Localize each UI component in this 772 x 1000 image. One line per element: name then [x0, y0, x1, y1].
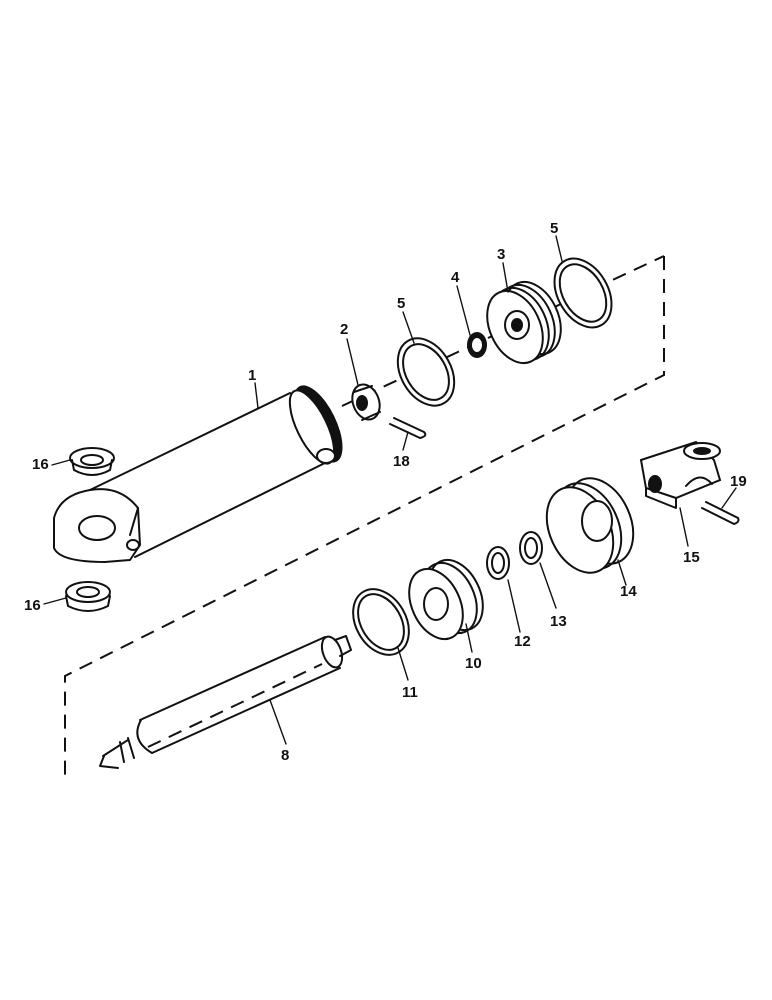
callout-14: 14	[620, 583, 637, 600]
callout-5-right: 5	[550, 220, 558, 237]
callout-18: 18	[393, 453, 410, 470]
callout-19: 19	[730, 473, 747, 490]
ring-right	[553, 257, 613, 329]
callout-10: 10	[465, 655, 482, 672]
pin-18	[389, 417, 427, 439]
piston	[486, 280, 562, 365]
callout-1: 1	[248, 367, 256, 384]
callout-13: 13	[550, 613, 567, 630]
callout-16-top: 16	[32, 456, 49, 473]
callout-4: 4	[451, 269, 460, 286]
rod-guide	[408, 558, 484, 641]
callout-5-left: 5	[397, 295, 405, 312]
clevis	[639, 440, 722, 509]
ring-left-inner	[402, 343, 450, 401]
seal-13	[519, 531, 543, 565]
pin-19	[701, 501, 740, 525]
callout-8: 8	[281, 747, 289, 764]
callout-16-bottom: 16	[24, 597, 41, 614]
piston-rod	[99, 635, 352, 769]
bushing-bottom	[65, 581, 111, 612]
leader-lines	[43, 235, 737, 745]
assembly-axis-lower	[147, 663, 323, 748]
ring-right-inner	[558, 263, 608, 323]
ring-left	[396, 337, 456, 407]
callout-3: 3	[497, 246, 505, 263]
seal-12	[486, 546, 510, 580]
end-cap	[545, 477, 635, 574]
nut	[351, 383, 381, 421]
callout-15: 15	[683, 549, 700, 566]
assembly-axis-upper	[341, 255, 665, 407]
callout-12: 12	[514, 633, 531, 650]
assembly-outline	[64, 256, 665, 782]
bushing-top	[69, 447, 115, 476]
cylinder-body	[53, 385, 343, 563]
callout-11: 11	[402, 684, 418, 701]
callout-2: 2	[340, 321, 348, 338]
